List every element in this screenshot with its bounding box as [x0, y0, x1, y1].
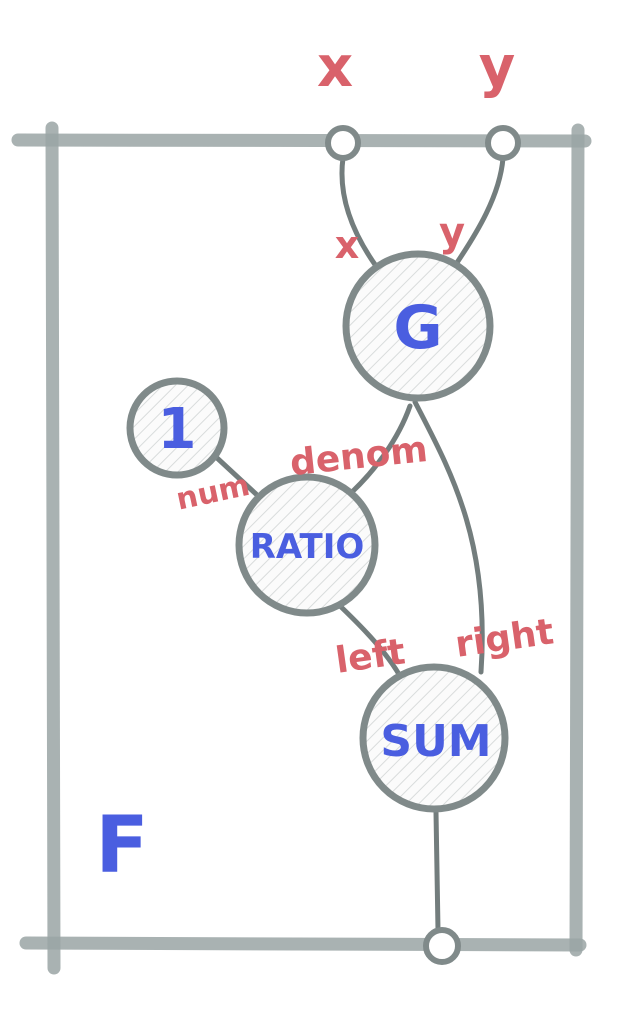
- port-label-sum-right: right: [453, 611, 556, 665]
- input-port-y[interactable]: [485, 125, 521, 161]
- port-label-g-y: y: [439, 210, 465, 256]
- node-sum[interactable]: SUM: [359, 663, 509, 813]
- input-label-x: x: [317, 35, 353, 100]
- wire-sum-to-output: [433, 809, 441, 933]
- input-label-y: y: [479, 35, 516, 100]
- frame-bottom-edge: [19, 936, 587, 952]
- wires: [213, 155, 506, 933]
- node-one-label: 1: [158, 397, 197, 462]
- frame-left-edge: [45, 121, 61, 975]
- node-g-label: G: [393, 293, 442, 363]
- node-ratio[interactable]: RATIO: [235, 473, 379, 617]
- frame-right-edge: [569, 123, 585, 957]
- node-g-circle[interactable]: [342, 250, 494, 402]
- wire-ratio-to-sum: [335, 601, 403, 679]
- frame-label: F: [95, 801, 148, 891]
- wire-g-to-ratio: [349, 403, 413, 495]
- node-sum-circle[interactable]: [359, 663, 509, 813]
- input-port-x[interactable]: [325, 125, 361, 161]
- wire-one-to-ratio: [213, 454, 259, 497]
- node-g[interactable]: G: [342, 250, 494, 402]
- wire-x-to-g: [339, 155, 379, 269]
- node-one[interactable]: 1: [126, 377, 228, 479]
- output-port[interactable]: [423, 927, 461, 965]
- port-label-sum-left: left: [333, 631, 408, 681]
- wire-y-to-g: [449, 155, 506, 273]
- port-label-g-x: x: [335, 223, 360, 267]
- node-ratio-label: RATIO: [250, 527, 365, 567]
- node-ratio-circle[interactable]: [235, 473, 379, 617]
- port-label-ratio-denom: denom: [288, 429, 430, 484]
- node-one-circle[interactable]: [126, 377, 228, 479]
- wire-g-to-sum: [412, 399, 485, 675]
- node-sum-label: SUM: [380, 716, 491, 767]
